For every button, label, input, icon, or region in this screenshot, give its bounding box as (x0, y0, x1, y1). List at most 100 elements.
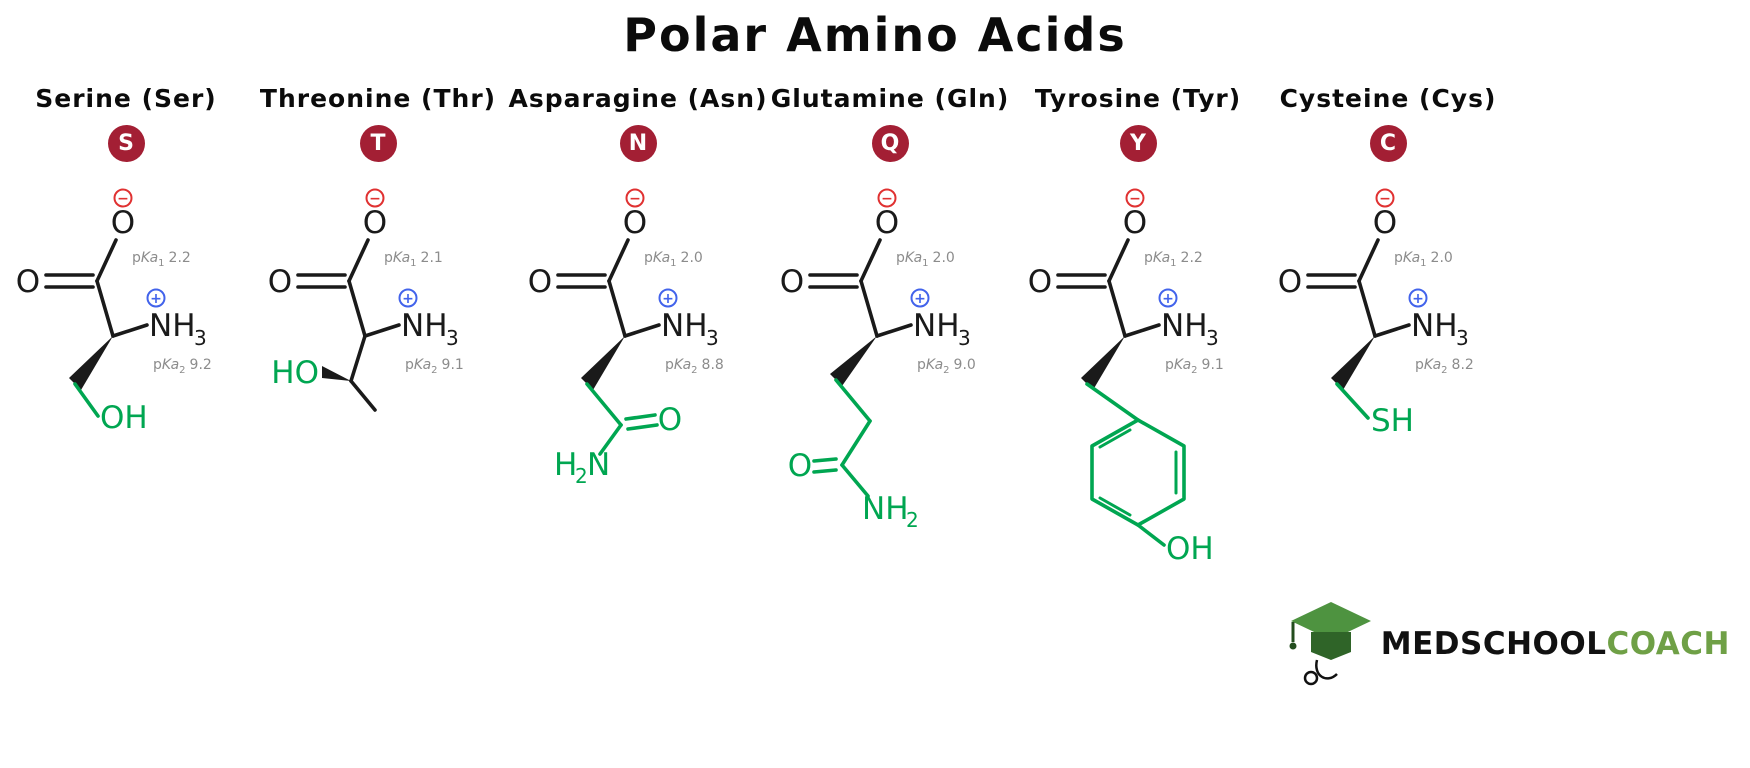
nh-label: NH (661, 308, 708, 344)
negative-charge-icon (625, 188, 645, 208)
ca-n-bond (1123, 323, 1161, 338)
carboxylate-o-label: O (1373, 205, 1397, 241)
one-letter-badge: C (1369, 125, 1407, 162)
page-title: Polar Amino Acids (623, 8, 1127, 62)
carbonyl-o-label: O (268, 264, 292, 300)
plus-sign: + (1162, 291, 1174, 307)
nh-subscript: 3 (958, 326, 971, 350)
plus-sign: + (662, 291, 674, 307)
c-n-bond (598, 423, 623, 456)
nh-subscript: 3 (706, 326, 719, 350)
amino-acid-name: Tyrosine (Tyr) (1034, 84, 1242, 113)
c-sh-bond (1335, 382, 1370, 420)
carbonyl-o-label: O (16, 264, 40, 300)
minus-sign: − (1129, 191, 1141, 207)
minus-sign: − (117, 191, 129, 207)
amino-acid-name: Glutamine (Gln) (770, 84, 1010, 113)
hydroxyl-label: OH (100, 400, 148, 436)
amide-n-label: NH (862, 491, 909, 527)
plus-sign: + (402, 291, 414, 307)
plus-sign: + (914, 291, 926, 307)
amino-acid-name: Threonine (Thr) (259, 84, 497, 113)
amide-n-subscript: 2 (906, 508, 919, 532)
cb-cg-bond (834, 378, 872, 423)
positive-charge-icon (146, 288, 166, 308)
c-o-double-bond-1 (624, 413, 657, 421)
stethoscope-chestpiece (1303, 670, 1319, 686)
plus-sign: + (1412, 291, 1424, 307)
ca-n-bond (623, 323, 661, 338)
nh-subscript: 3 (446, 326, 459, 350)
wedge-bond (322, 366, 351, 381)
ca-n-bond (1373, 323, 1411, 338)
ca-n-bond (363, 323, 401, 338)
amino-group: NH 3 + (1408, 288, 1469, 350)
positive-charge-icon (658, 288, 678, 308)
nh-subscript: 3 (1456, 326, 1469, 350)
ring-double-bond-3 (1098, 428, 1132, 449)
side-chain-glutamine: O NH 2 (788, 336, 919, 532)
cb-ring-bond (1085, 382, 1140, 422)
c-ca-bond (607, 279, 627, 338)
carboxylate-o-label: O (875, 205, 899, 241)
negative-charge-icon (113, 188, 133, 208)
negative-charge-icon (877, 188, 897, 208)
minus-sign: − (1379, 191, 1391, 207)
amide-n-label: N (587, 447, 610, 483)
amide-h-subscript: 2 (575, 464, 588, 488)
c-ca-bond (1357, 279, 1377, 338)
wedge-bond (1331, 336, 1375, 390)
positive-charge-icon (910, 288, 930, 308)
amino-group: NH 3 + (1158, 288, 1219, 350)
carboxyl-group: O O − (268, 188, 387, 300)
c-o-single-bond (95, 238, 118, 283)
ca-cb-bond (349, 334, 367, 383)
amino-group: NH 3 + (658, 288, 719, 350)
carboxylate-o-label: O (623, 205, 647, 241)
amide-o-label: O (788, 448, 812, 484)
graduation-cap-icon (1289, 602, 1371, 686)
wedge-bond (1081, 336, 1125, 390)
side-chain-asparagine: O H 2 N (554, 336, 682, 488)
minus-sign: − (629, 191, 641, 207)
c-o-single-bond (347, 238, 370, 283)
ring-double-bond-2 (1098, 496, 1132, 517)
one-letter-badge: S (107, 125, 145, 162)
c-ca-bond (95, 279, 115, 338)
positive-charge-icon (1158, 288, 1178, 308)
ring-oh-bond (1136, 523, 1166, 547)
thiol-label: SH (1371, 403, 1414, 439)
cb-cg-bond (585, 382, 623, 427)
carboxyl-group: O O − (1028, 188, 1147, 300)
minus-sign: − (881, 191, 893, 207)
carboxyl-group: O O − (1278, 188, 1397, 300)
wedge-bond (69, 336, 113, 390)
nh-label: NH (1411, 308, 1458, 344)
one-letter-badge: N (619, 125, 657, 162)
carboxylate-o-label: O (1123, 205, 1147, 241)
c-ca-bond (1107, 279, 1127, 338)
carboxylate-o-label: O (111, 205, 135, 241)
nh-label: NH (913, 308, 960, 344)
one-letter-badge: Q (871, 125, 909, 162)
stethoscope-tube (1314, 659, 1338, 680)
c-o-single-bond (1357, 238, 1380, 283)
